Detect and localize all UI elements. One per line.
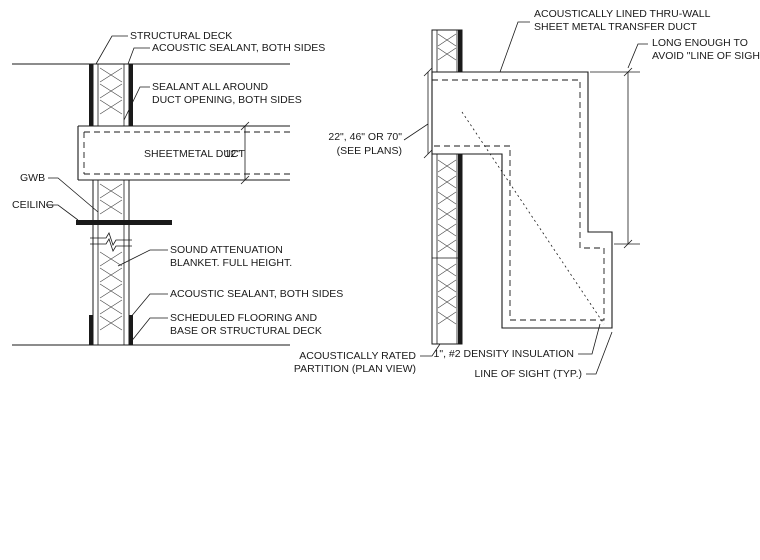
sealant-around-label-2: DUCT OPENING, BOTH SIDES [152, 94, 302, 106]
transfer-duct-label-1: ACOUSTICALLY LINED THRU-WALL [534, 8, 711, 20]
sound-blanket-label-2: BLANKET. FULL HEIGHT. [170, 257, 292, 269]
sealant-strip-left [89, 64, 93, 126]
long-enough-dimension [590, 67, 640, 249]
transfer-duct-label-2: SHEET METAL TRANSFER DUCT [534, 21, 698, 33]
line-of-sight [461, 111, 605, 325]
structural-deck-label: STRUCTURAL DECK [130, 30, 232, 42]
sealant-strip-right [129, 64, 133, 126]
duct-sizes-label-1: 22", 46" OR 70" [328, 131, 402, 143]
partition-label-2: PARTITION (PLAN VIEW) [294, 363, 416, 375]
duct-sizes-label-2: (SEE PLANS) [337, 145, 402, 157]
flooring-label-1: SCHEDULED FLOORING AND [170, 312, 317, 324]
line-of-sight-label: LINE OF SIGHT (TYP.) [474, 368, 582, 380]
sheetmetal-duct [77, 125, 290, 181]
left-section-detail: SHEETMETAL DUCT 12" STRUCTURAL DECK ACOU… [12, 30, 343, 346]
partition-wall-lower [89, 179, 133, 346]
duct-height-dimension [238, 121, 252, 185]
gwb-label: GWB [20, 172, 45, 184]
transfer-duct-outline [431, 71, 613, 329]
duct-insulation-liner [432, 79, 605, 321]
duct-label: SHEETMETAL DUCT [144, 148, 246, 160]
partition-plan-upper [431, 29, 463, 73]
long-enough-label-2: AVOID "LINE OF SIGHT" [652, 50, 760, 62]
duct-height-label: 12" [225, 148, 241, 160]
sound-blanket-label-1: SOUND ATTENUATION [170, 244, 283, 256]
partition-wall-upper [92, 63, 130, 127]
insulation-label: 1", #2 DENSITY INSULATION [434, 348, 574, 360]
acoustic-sealant-top-label: ACOUSTIC SEALANT, BOTH SIDES [152, 42, 325, 54]
flooring-label-2: BASE OR STRUCTURAL DECK [170, 325, 322, 337]
partition-label-1: ACOUSTICALLY RATED [299, 350, 416, 362]
duct-size-dimension [423, 67, 433, 159]
ceiling-bar [76, 220, 172, 225]
acoustic-sealant-bottom-label: ACOUSTIC SEALANT, BOTH SIDES [170, 288, 343, 300]
partition-plan-lower [431, 153, 463, 345]
long-enough-label-1: LONG ENOUGH TO [652, 37, 748, 49]
ceiling-label: CEILING [12, 199, 54, 211]
right-plan-detail: ACOUSTICALLY LINED THRU-WALL SHEET METAL… [294, 8, 760, 380]
sealant-around-label-1: SEALANT ALL AROUND [152, 81, 269, 93]
